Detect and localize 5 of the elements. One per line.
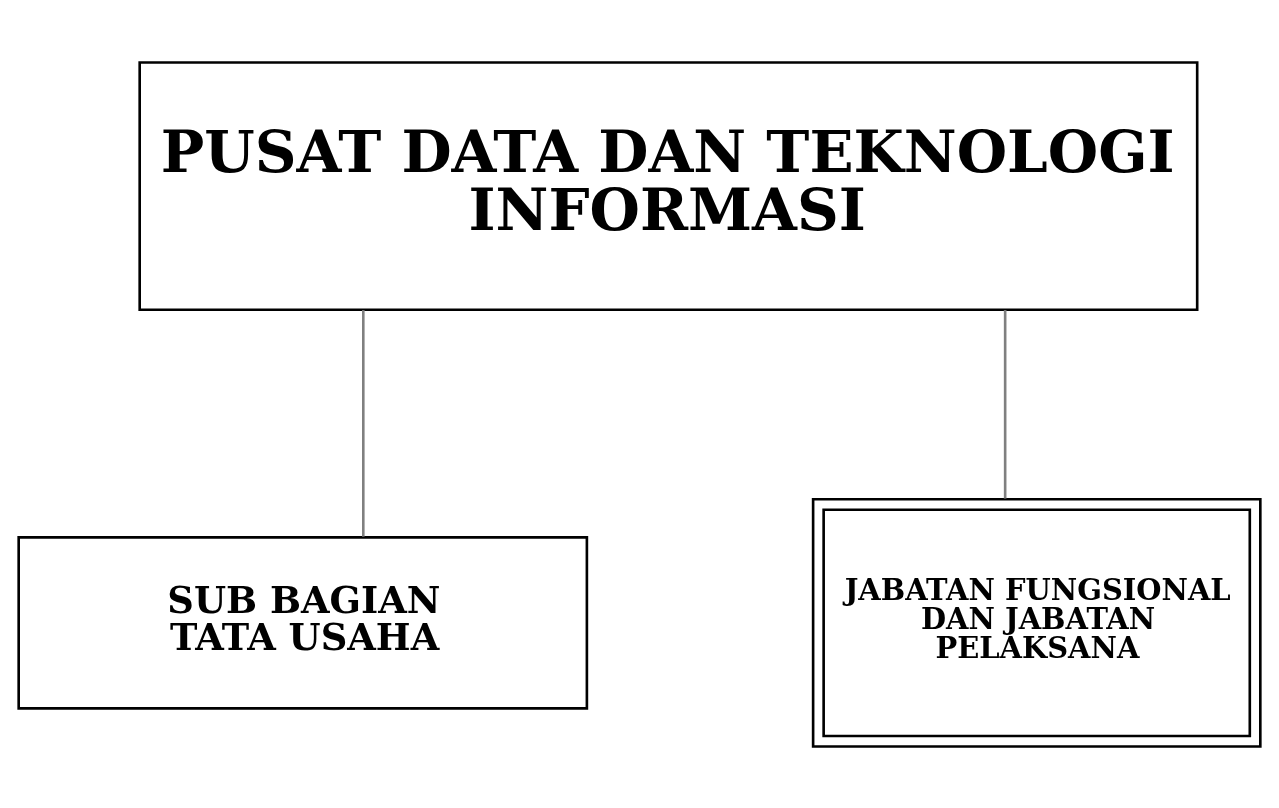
node-box: PUSAT DATA DAN TEKNOLOGI INFORMASI bbox=[138, 60, 1199, 311]
node-box: JABATAN FUNGSIONAL DAN JABATAN PELAKSANA bbox=[811, 497, 1262, 748]
connector bbox=[1003, 309, 1007, 499]
connector bbox=[361, 309, 365, 537]
node-box: SUB BAGIAN TATA USAHA bbox=[17, 535, 589, 710]
